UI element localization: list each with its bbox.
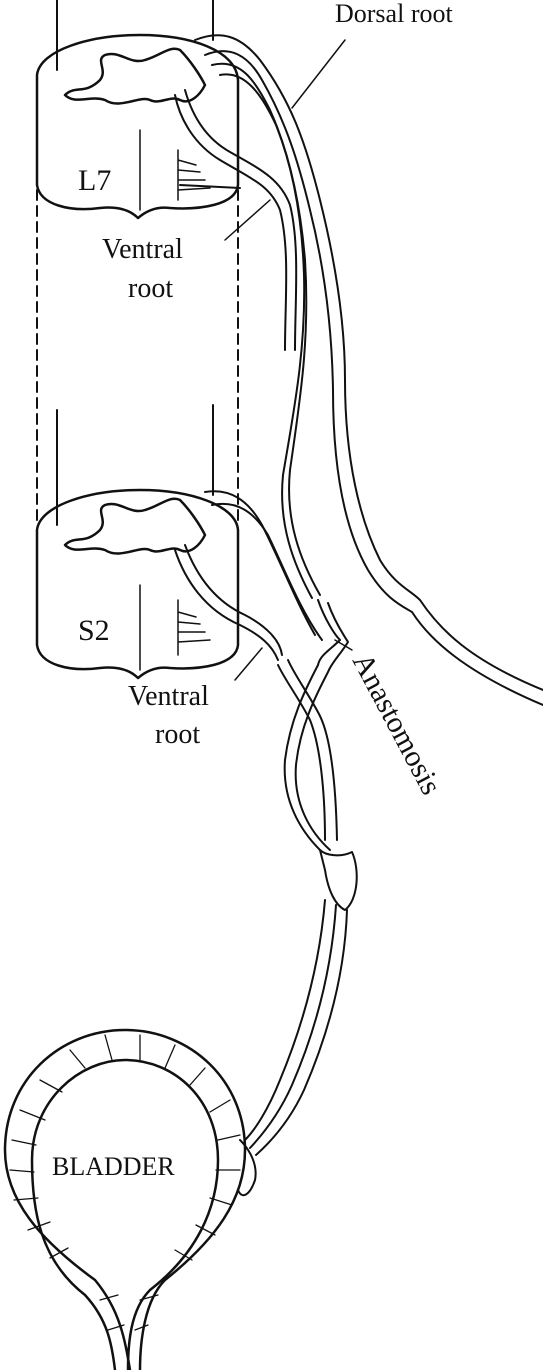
pelvic-nerve xyxy=(237,899,348,1197)
cord-dashed-connector xyxy=(36,189,239,521)
ventral-root-bottom-leader xyxy=(234,647,263,681)
l7-label: L7 xyxy=(78,164,111,197)
dorsal-root-nerve xyxy=(194,34,543,706)
ventral-root-top-label-line1: Ventral xyxy=(102,234,183,265)
ventral-root-bottom-label-line1: Ventral xyxy=(128,681,209,712)
leader-lines xyxy=(224,39,353,681)
anastomosis-label: Anastomosis xyxy=(346,648,448,800)
s2-label: S2 xyxy=(78,614,110,647)
ventral-root-top-leader xyxy=(224,199,271,241)
ventral-root-top-label-line2: root xyxy=(128,273,173,304)
bladder-wall-hatching xyxy=(9,1034,241,1331)
dorsal-root-label: Dorsal root xyxy=(335,0,453,28)
ventral-root-bottom-label-line2: root xyxy=(155,719,200,750)
bladder-label: BLADDER xyxy=(52,1152,175,1181)
s2-nerve-roots xyxy=(174,490,323,661)
anastomosis-leader xyxy=(334,639,353,651)
bladder xyxy=(3,1028,247,1370)
anastomosis-bundle xyxy=(277,599,358,911)
l7-spinal-segment xyxy=(35,0,240,220)
l7-ventral-root xyxy=(174,89,298,351)
s2-spinal-segment xyxy=(35,404,240,680)
dorsal-root-leader xyxy=(291,39,346,109)
